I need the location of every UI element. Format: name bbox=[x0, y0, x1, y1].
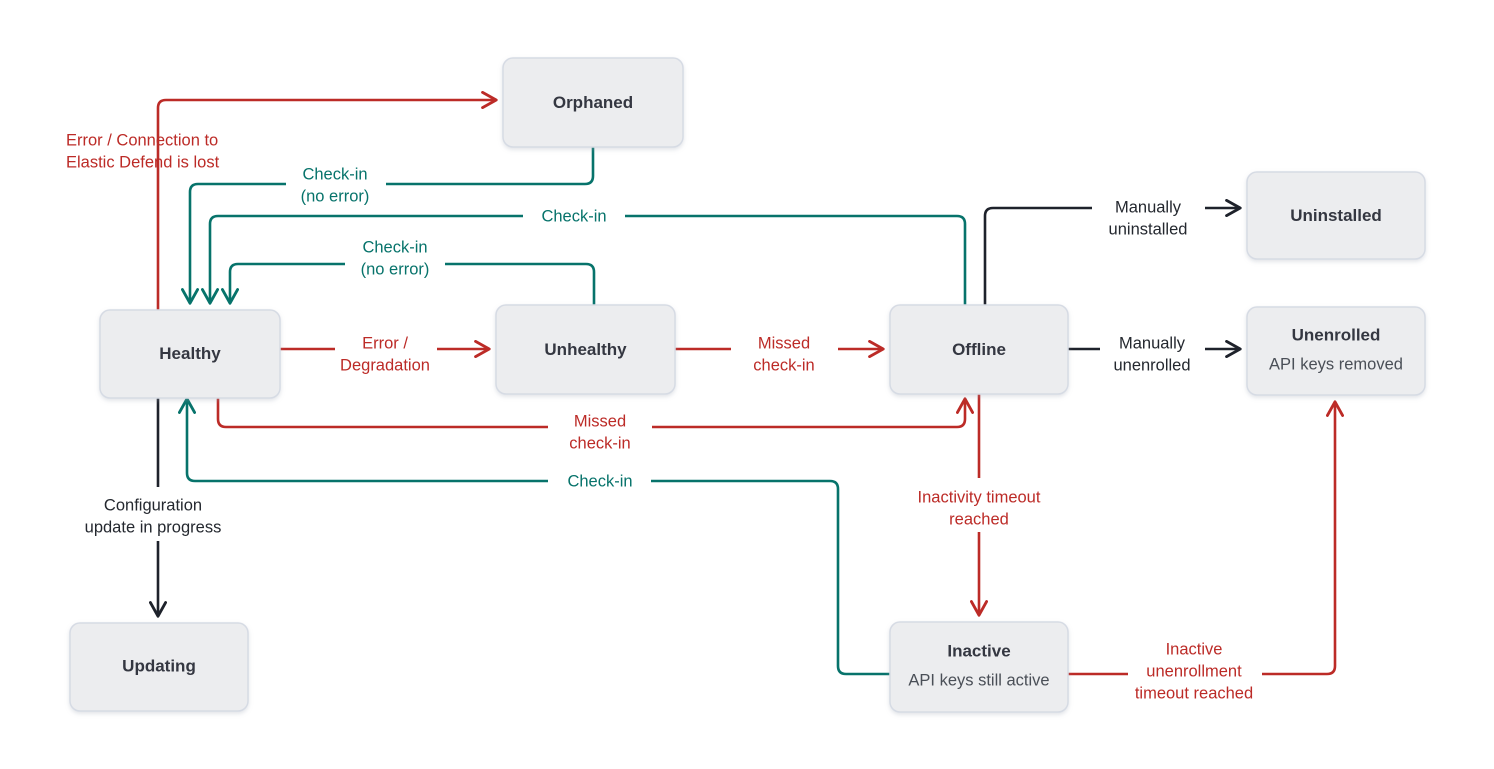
node-inactive-subtitle: API keys still active bbox=[908, 671, 1049, 689]
edge-offline-to-healthy-path-right bbox=[625, 214, 967, 305]
edge-healthy-to-offline-label-2: check-in bbox=[569, 434, 630, 452]
edge-orphaned-to-healthy-path-left bbox=[180, 182, 286, 305]
edge-healthy-to-updating-label-2: update in progress bbox=[85, 518, 222, 536]
node-uninstalled-box[interactable] bbox=[1246, 171, 1426, 260]
edge-unhealthy-to-healthy: Check-in (no error) bbox=[220, 238, 596, 305]
edge-offline-to-uninstalled-label-2: uninstalled bbox=[1109, 220, 1188, 238]
edge-unhealthy-to-healthy-label-2: (no error) bbox=[361, 260, 430, 278]
node-uninstalled-title: Uninstalled bbox=[1290, 206, 1382, 225]
edge-healthy-to-updating-label-1: Configuration bbox=[104, 496, 202, 514]
node-unenrolled[interactable]: Unenrolled API keys removed bbox=[1246, 306, 1426, 396]
edge-inactive-to-healthy-path-left bbox=[177, 397, 548, 483]
edge-offline-to-healthy: Check-in bbox=[200, 207, 967, 305]
edge-healthy-to-offline-path-left bbox=[216, 398, 548, 429]
edge-unhealthy-to-healthy-label-1: Check-in bbox=[362, 238, 427, 256]
edge-orphaned-to-healthy-label-1: Check-in bbox=[302, 165, 367, 183]
node-orphaned[interactable]: Orphaned bbox=[502, 57, 684, 148]
edge-unhealthy-to-offline-label-2: check-in bbox=[753, 356, 814, 374]
edge-healthy-to-orphaned-label-1: Error / Connection to bbox=[66, 131, 218, 149]
edge-healthy-to-offline: Missed check-in bbox=[216, 397, 975, 452]
node-orphaned-title: Orphaned bbox=[553, 93, 633, 112]
edge-inactive-to-healthy-label: Check-in bbox=[567, 472, 632, 490]
edge-inactive-to-healthy-path-right bbox=[651, 479, 890, 676]
edge-inactive-to-healthy: Check-in bbox=[177, 397, 890, 676]
edge-unhealthy-to-offline-label-1: Missed bbox=[758, 334, 810, 352]
node-offline-box[interactable] bbox=[889, 304, 1069, 395]
node-inactive-title: Inactive bbox=[947, 641, 1010, 660]
node-updating[interactable]: Updating bbox=[69, 622, 249, 712]
node-inactive-box[interactable] bbox=[889, 621, 1069, 713]
edge-inactive-to-unenrolled-label-1: Inactive bbox=[1166, 640, 1223, 658]
node-unhealthy-box[interactable] bbox=[495, 304, 676, 395]
edge-unhealthy-to-healthy-path-right bbox=[445, 262, 596, 305]
node-unenrolled-box[interactable] bbox=[1246, 306, 1426, 396]
node-healthy[interactable]: Healthy bbox=[99, 309, 281, 399]
edge-orphaned-to-healthy: Check-in (no error) bbox=[180, 147, 595, 305]
edge-offline-to-unenrolled-label-1: Manually bbox=[1119, 334, 1186, 352]
edge-offline-to-uninstalled-label-1: Manually bbox=[1115, 198, 1182, 216]
node-offline[interactable]: Offline bbox=[889, 304, 1069, 395]
edge-offline-to-unenrolled-label-2: unenrolled bbox=[1113, 356, 1190, 374]
edge-healthy-to-orphaned-label-2: Elastic Defend is lost bbox=[66, 153, 220, 171]
node-healthy-box[interactable] bbox=[99, 309, 281, 399]
edge-healthy-to-unhealthy: Error / Degradation bbox=[280, 334, 491, 374]
edge-unhealthy-to-offline: Missed check-in bbox=[675, 334, 885, 374]
edge-inactive-to-unenrolled-path-b bbox=[1262, 400, 1345, 676]
edge-orphaned-to-healthy-path-right bbox=[386, 147, 595, 186]
edge-healthy-to-orphaned: Error / Connection to Elastic Defend is … bbox=[66, 90, 498, 310]
edge-offline-to-uninstalled: Manually uninstalled bbox=[983, 198, 1242, 305]
node-orphaned-box[interactable] bbox=[502, 57, 684, 148]
edge-inactive-to-unenrolled-label-3: timeout reached bbox=[1135, 684, 1253, 702]
edge-inactive-to-unenrolled-label-2: unenrollment bbox=[1146, 662, 1242, 680]
edge-healthy-to-offline-label-1: Missed bbox=[574, 412, 626, 430]
node-updating-box[interactable] bbox=[69, 622, 249, 712]
edge-healthy-to-orphaned-path bbox=[156, 90, 498, 310]
edge-offline-to-unenrolled: Manually unenrolled bbox=[1068, 334, 1242, 374]
edge-inactive-to-unenrolled: Inactive unenrollment timeout reached bbox=[1068, 400, 1345, 702]
edge-unhealthy-to-healthy-path-left bbox=[220, 262, 345, 305]
node-offline-title: Offline bbox=[952, 340, 1006, 359]
node-updating-title: Updating bbox=[122, 656, 196, 675]
edge-healthy-to-offline-path-right bbox=[652, 397, 975, 429]
edge-healthy-to-unhealthy-label-1: Error / bbox=[362, 334, 408, 352]
node-inactive[interactable]: Inactive API keys still active bbox=[889, 621, 1069, 713]
edge-offline-to-inactive: Inactivity timeout reached bbox=[918, 393, 1041, 617]
edge-offline-to-healthy-label: Check-in bbox=[541, 207, 606, 225]
edge-orphaned-to-healthy-label-2: (no error) bbox=[301, 187, 370, 205]
edge-offline-to-healthy-path-left bbox=[200, 214, 523, 305]
node-uninstalled[interactable]: Uninstalled bbox=[1246, 171, 1426, 260]
node-unenrolled-title: Unenrolled bbox=[1292, 325, 1381, 344]
node-unenrolled-subtitle: API keys removed bbox=[1269, 355, 1403, 373]
node-healthy-title: Healthy bbox=[159, 344, 221, 363]
edge-offline-to-inactive-label-2: reached bbox=[949, 510, 1009, 528]
edge-offline-to-inactive-label-1: Inactivity timeout bbox=[918, 488, 1041, 506]
edge-healthy-to-unhealthy-label-2: Degradation bbox=[340, 356, 430, 374]
node-unhealthy[interactable]: Unhealthy bbox=[495, 304, 676, 395]
edge-offline-to-uninstalled-path-a bbox=[983, 206, 1092, 305]
node-unhealthy-title: Unhealthy bbox=[544, 340, 627, 359]
edge-healthy-to-updating: Configuration update in progress bbox=[85, 398, 222, 618]
